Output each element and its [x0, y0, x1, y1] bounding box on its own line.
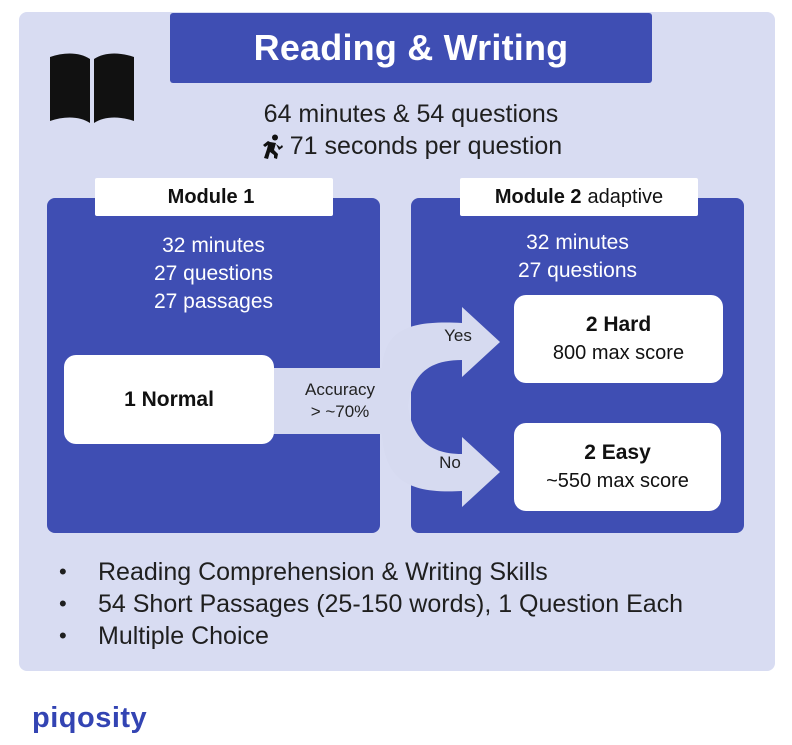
list-item: • 54 Short Passages (25-150 words), 1 Que… — [56, 588, 683, 620]
branch-arrow-shape — [272, 307, 500, 507]
module-1-passages: 27 passages — [153, 290, 274, 313]
module-1-stats: 32 minutes 27 questions 27 passages — [47, 232, 380, 316]
easy-node-score: ~550 max score — [546, 470, 689, 492]
yes-label: Yes — [444, 326, 472, 345]
bullet-marker: • — [59, 591, 67, 616]
module-2-hard-node: 2 Hard 800 max score — [514, 295, 723, 383]
module-2-minutes: 32 minutes — [526, 231, 629, 254]
piqosity-logo: piqosity — [32, 702, 148, 734]
summary-pace-text: 71 seconds per question — [289, 132, 563, 160]
summary-pace: 71 seconds per question — [0, 132, 792, 161]
list-item: • Multiple Choice — [56, 620, 683, 652]
summary-duration: 64 minutes & 54 questions — [263, 100, 559, 128]
hard-node-score: 800 max score — [552, 342, 685, 364]
module-2-questions: 27 questions — [517, 259, 638, 282]
feature-list: •Reading Comprehension & Writing Skills … — [56, 556, 683, 652]
book-icon — [50, 53, 134, 123]
bullet-marker: • — [59, 559, 67, 584]
module-2-tab: Module 2 adaptive — [460, 178, 698, 216]
runner-icon — [262, 134, 283, 159]
normal-node-label: 1 Normal — [124, 387, 214, 411]
page-title: Reading & Writing — [253, 27, 569, 68]
module-1-tab: Module 1 — [95, 178, 333, 216]
list-item-text: Reading Comprehension & Writing Skills — [98, 558, 548, 586]
module-2-name: Module 2 — [494, 185, 582, 208]
list-item: • Reading Comprehension & Writing Skills — [56, 556, 683, 588]
title-banner: Reading & Writing — [170, 13, 652, 83]
module-1-minutes: 32 minutes — [162, 234, 265, 257]
module-2-easy-node: 2 Easy ~550 max score — [514, 423, 721, 511]
module-1-questions: 27 questions — [153, 262, 274, 285]
module-1-name: Module 1 — [167, 185, 255, 208]
module-2-stats: 32 minutes 27 questions — [411, 229, 744, 285]
no-label: No — [439, 453, 461, 472]
module-2-qualifier: adaptive — [587, 185, 664, 208]
module-1-normal-node: 1 Normal — [64, 355, 274, 444]
hard-node-title: 2 Hard — [585, 313, 652, 336]
list-item-text: 54 Short Passages (25-150 words), 1 Ques… — [98, 590, 684, 618]
list-item-text: Multiple Choice — [98, 622, 269, 650]
accuracy-label-line1: Accuracy — [305, 380, 375, 399]
accuracy-label: Accuracy > ~70% — [284, 379, 396, 423]
bullet-marker: • — [59, 623, 67, 648]
accuracy-label-line2: > ~70% — [310, 402, 370, 421]
easy-node-title: 2 Easy — [584, 441, 651, 464]
